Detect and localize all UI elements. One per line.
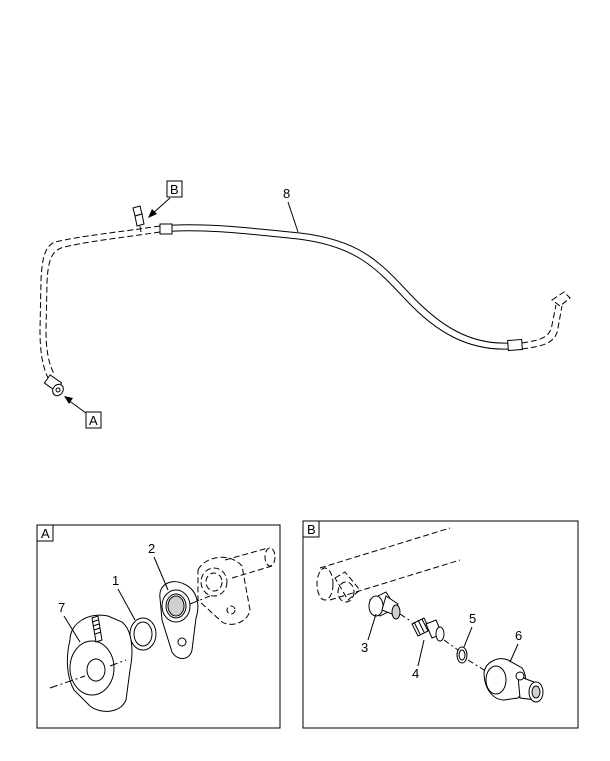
detail-b-panel: B bbox=[302, 520, 579, 729]
hose-body-upper bbox=[159, 224, 511, 344]
detail-a-panel: A 2 bbox=[36, 524, 281, 729]
hose-phantom-right bbox=[521, 304, 557, 344]
callout-a-top: A bbox=[64, 396, 102, 429]
hose-phantom-left bbox=[39, 225, 161, 379]
detail-a-frame-label: A bbox=[41, 526, 50, 541]
hose-body-lower bbox=[159, 230, 511, 350]
hose-ferrule-left bbox=[159, 223, 173, 235]
callout-label-2: 2 bbox=[148, 541, 155, 556]
hose-phantom-right-inner bbox=[521, 305, 563, 350]
part-4-adapter bbox=[368, 591, 401, 620]
hose-assembly bbox=[39, 205, 571, 397]
callout-box-b bbox=[166, 180, 183, 198]
callout-label-6: 5 bbox=[469, 611, 476, 626]
detail-a-frame bbox=[36, 524, 281, 729]
part-3-sensor bbox=[483, 658, 544, 703]
arrow-a-icon bbox=[64, 396, 73, 404]
callout-b-top: B bbox=[148, 180, 183, 218]
hose-end-fitting-right bbox=[551, 291, 571, 307]
callout-label-3: 6 bbox=[515, 628, 522, 643]
bleeder-fitting-b bbox=[132, 205, 145, 233]
arrow-b-icon bbox=[148, 209, 157, 218]
hose-end-fitting-a bbox=[43, 374, 64, 397]
callout-label-7: 7 bbox=[58, 600, 65, 615]
part-1-o-ring bbox=[129, 617, 157, 651]
callout-label-a: A bbox=[89, 413, 98, 428]
callout-label-8: 8 bbox=[283, 186, 290, 201]
callout-8: 8 bbox=[283, 186, 299, 233]
callout-label-4: 3 bbox=[361, 640, 368, 655]
callout-box-a bbox=[85, 411, 102, 429]
callout-label-1: 1 bbox=[112, 573, 119, 588]
detail-b-frame-label: B bbox=[307, 522, 316, 537]
part-7-cover bbox=[66, 614, 133, 712]
callout-label-5: 4 bbox=[412, 666, 419, 681]
part-5-fitting bbox=[411, 617, 445, 642]
hose-phantom-left-inner bbox=[45, 231, 161, 375]
callout-label-b: B bbox=[170, 182, 179, 197]
detail-a-phantom-housing bbox=[197, 556, 251, 625]
hose-ferrule-right bbox=[507, 338, 523, 352]
part-2-gasket bbox=[159, 581, 199, 659]
